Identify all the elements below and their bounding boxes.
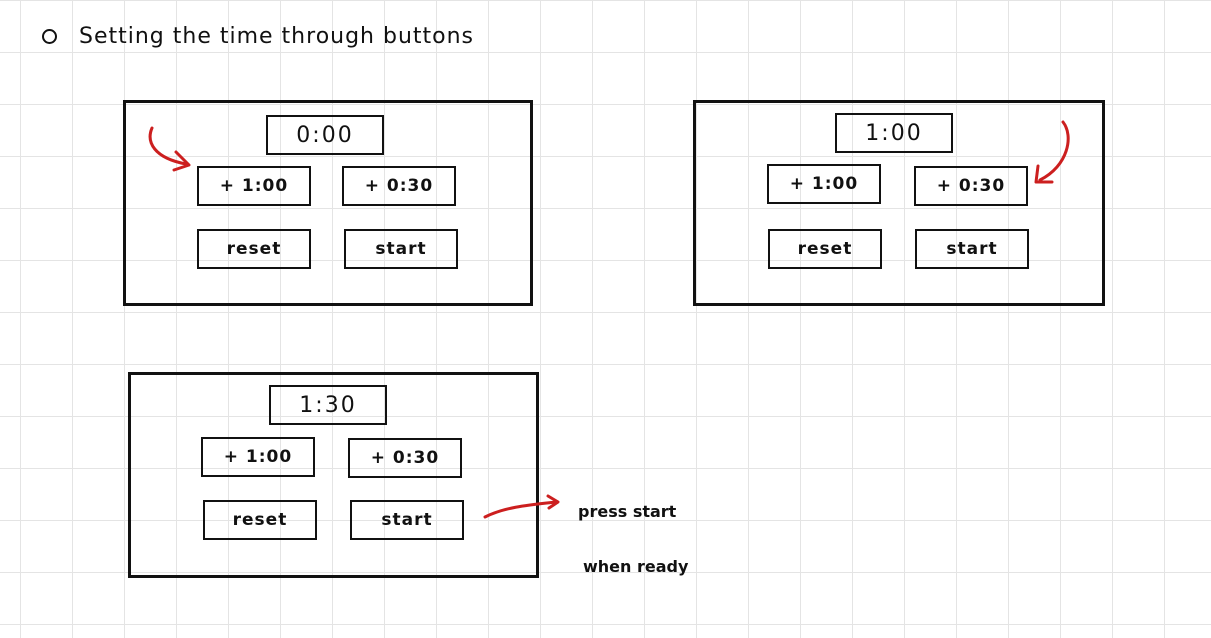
- reset-button[interactable]: reset: [203, 500, 317, 540]
- start-button[interactable]: start: [344, 229, 458, 269]
- time-display: 1:30: [269, 385, 387, 425]
- start-button[interactable]: start: [915, 229, 1029, 269]
- add-one-minute-button[interactable]: + 1:00: [201, 437, 315, 477]
- add-thirty-seconds-button[interactable]: + 0:30: [914, 166, 1028, 206]
- annotation-line-1: press start: [578, 502, 677, 521]
- timer-panel-2: 1:00 + 1:00 + 0:30 reset start: [693, 100, 1105, 306]
- arrow-to-add-half-icon: [1038, 120, 1070, 182]
- page-heading: Setting the time through buttons: [79, 24, 475, 49]
- annotation-line-2: when ready: [583, 557, 689, 576]
- arrowhead-add-minute-icon: [172, 150, 191, 172]
- add-thirty-seconds-button[interactable]: + 0:30: [348, 438, 462, 478]
- start-button[interactable]: start: [350, 500, 464, 540]
- add-one-minute-button[interactable]: + 1:00: [197, 166, 311, 206]
- arrowhead-add-half-icon: [1034, 164, 1054, 184]
- arrow-to-add-minute-icon: [148, 126, 188, 166]
- arrow-to-start-note-icon: [483, 500, 558, 519]
- bullet-icon: [42, 29, 57, 44]
- reset-button[interactable]: reset: [197, 229, 311, 269]
- arrowhead-start-note-icon: [546, 494, 560, 510]
- reset-button[interactable]: reset: [768, 229, 882, 269]
- time-display: 1:00: [835, 113, 953, 153]
- add-one-minute-button[interactable]: + 1:00: [767, 164, 881, 204]
- add-thirty-seconds-button[interactable]: + 0:30: [342, 166, 456, 206]
- time-display: 0:00: [266, 115, 384, 155]
- timer-panel-3: 1:30 + 1:00 + 0:30 reset start: [128, 372, 539, 578]
- timer-panel-1: 0:00 + 1:00 + 0:30 reset start: [123, 100, 533, 306]
- heading-row: Setting the time through buttons: [42, 24, 474, 49]
